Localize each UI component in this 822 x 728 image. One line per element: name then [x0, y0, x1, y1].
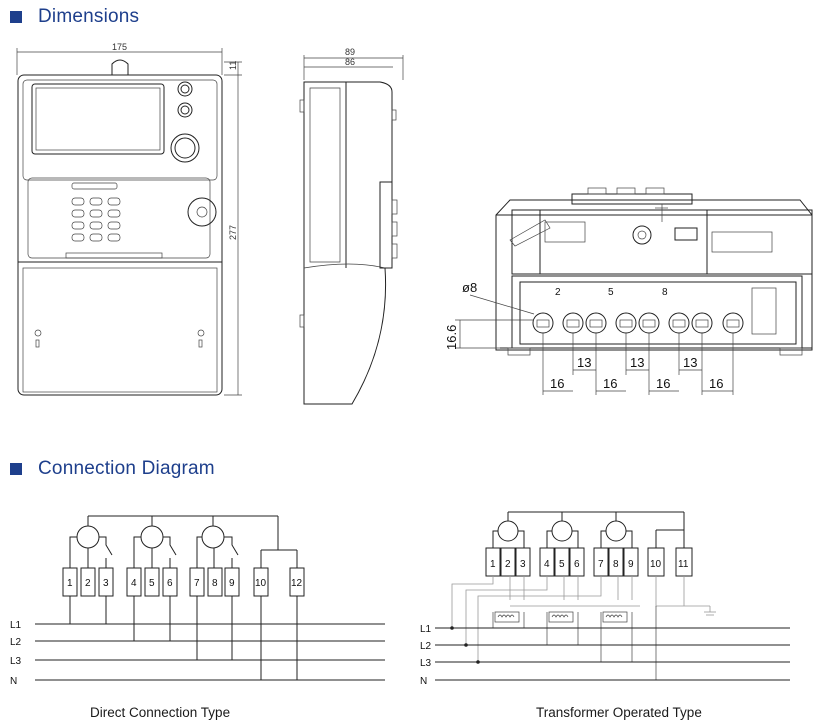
terminal-label: 6: [167, 578, 173, 589]
dim-pitch-13: 13: [630, 355, 644, 370]
screw-terminals: [532, 312, 744, 334]
line-label: L3: [420, 658, 432, 669]
terminal-label: 1: [490, 559, 496, 570]
line-label: L2: [420, 641, 432, 652]
direct-caption: Direct Connection Type: [90, 705, 231, 720]
direct-connection-diagram: 1 2 3 4 5 6 7 8 9 10 12 L1 L2 L3 N: [10, 515, 385, 687]
dim-depth-outer: 89: [345, 47, 355, 57]
svg-text:8: 8: [662, 287, 668, 298]
dim-pitch-16: 16: [550, 376, 564, 391]
dim-pitch-13: 13: [683, 355, 697, 370]
terminal-label: 7: [598, 559, 604, 570]
dimensions-heading: Dimensions: [10, 6, 139, 28]
dim-width: 175: [112, 42, 127, 52]
terminal-label: 3: [520, 559, 526, 570]
terminal-label: 9: [628, 559, 634, 570]
terminal-label: 1: [67, 578, 73, 589]
terminal-label: 5: [559, 559, 565, 570]
line-label: L1: [10, 620, 22, 631]
direct-terminals: 1 2 3 4 5 6 7 8 9 10 12: [62, 567, 305, 597]
line-label: L1: [420, 624, 432, 635]
terminal-label: 3: [103, 578, 109, 589]
terminal-label: 4: [131, 578, 137, 589]
line-label: N: [420, 676, 427, 687]
terminal-label: 11: [678, 559, 689, 570]
dim-depth-inner: 86: [345, 57, 355, 67]
connection-title: Connection Diagram: [38, 458, 215, 479]
dim-pitch-13: 13: [577, 355, 591, 370]
dimensions-title: Dimensions: [38, 6, 140, 27]
front-view: 175 11 277: [16, 42, 242, 396]
terminal-label: 2: [505, 559, 511, 570]
transformer-caption: Transformer Operated Type: [536, 705, 702, 720]
connection-heading: Connection Diagram: [10, 458, 215, 480]
svg-text:2: 2: [555, 287, 561, 298]
terminal-label: 4: [544, 559, 550, 570]
terminal-label: 8: [212, 578, 218, 589]
bottom-view: 2 5 8 ø8 16.6: [444, 187, 813, 395]
terminal-label: 9: [229, 578, 235, 589]
dim-pitch-16: 16: [656, 376, 670, 391]
terminal-label: 7: [194, 578, 200, 589]
line-label: L3: [10, 656, 22, 667]
transformer-terminals: 1 2 3 4 5 6 7 8 9 10 11: [485, 547, 693, 577]
dim-pitch-16: 16: [709, 376, 723, 391]
dim-height: 277: [228, 225, 238, 240]
terminal-label: 8: [613, 559, 619, 570]
line-label: L2: [10, 637, 22, 648]
terminal-label: 6: [574, 559, 580, 570]
square-bullet-icon: [10, 11, 22, 23]
svg-text:5: 5: [608, 287, 614, 298]
dim-pitch-16: 16: [603, 376, 617, 391]
terminal-label: 5: [149, 578, 155, 589]
side-view: 89 86: [299, 47, 404, 405]
terminal-label: 10: [650, 559, 662, 570]
dim-terminal-height: 16.6: [444, 325, 459, 350]
terminal-label: 12: [291, 578, 303, 589]
square-bullet-icon: [10, 463, 22, 475]
terminal-label: 2: [85, 578, 91, 589]
dim-hole: ø8: [462, 280, 477, 295]
transformer-connection-diagram: 1 2 3 4 5 6 7 8 9 10 11: [420, 511, 790, 687]
line-label: N: [10, 676, 17, 687]
dim-top: 11: [228, 61, 238, 70]
terminal-label: 10: [255, 578, 267, 589]
